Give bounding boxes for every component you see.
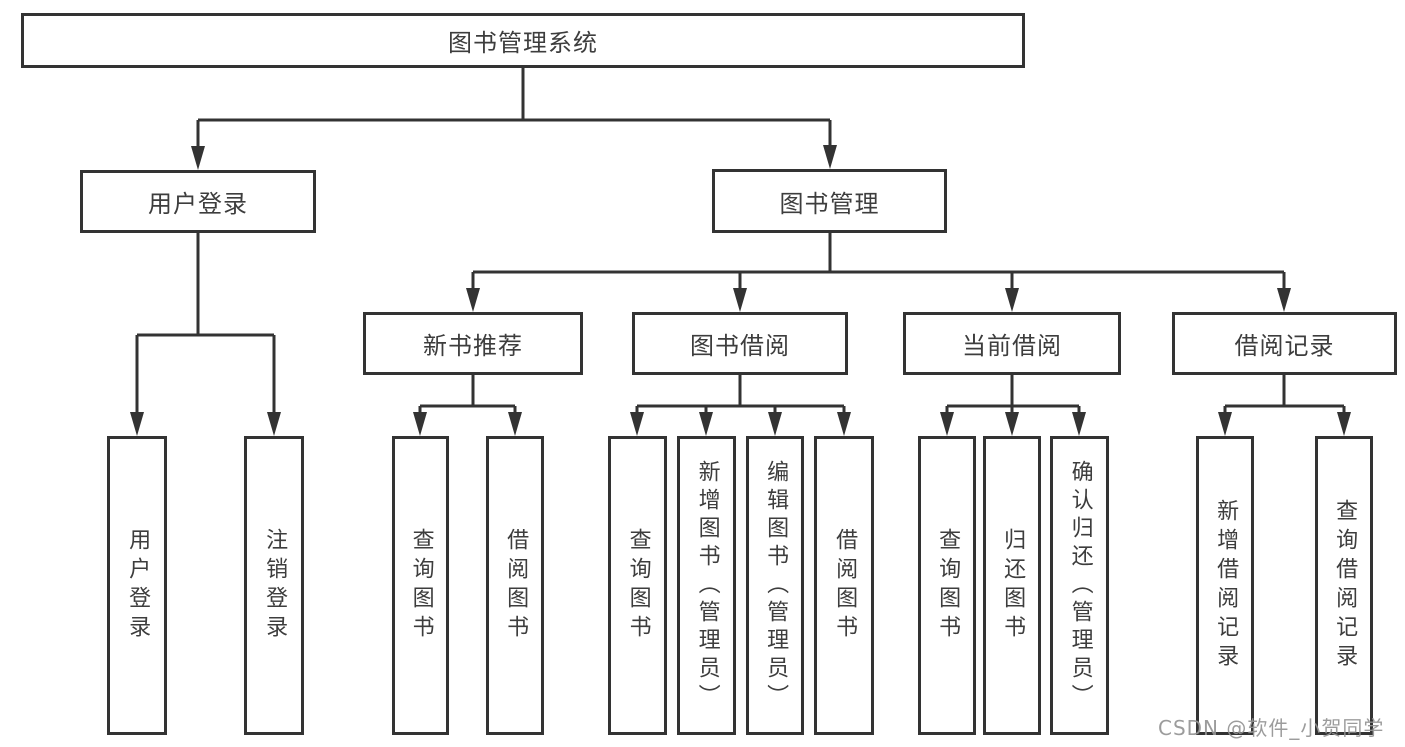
leaf-borrow-books-1-label: 借阅图书 — [503, 527, 529, 644]
leaf-query-books-1: 查询图书 — [392, 436, 449, 735]
node-book-management: 图书管理 — [712, 169, 947, 233]
leaf-logout: 注销登录 — [244, 436, 304, 735]
node-book-management-label: 图书管理 — [779, 189, 880, 218]
arrowheads — [130, 145, 1351, 436]
node-user-login: 用户登录 — [80, 170, 316, 233]
leaf-return-book-label: 归还图书 — [1000, 527, 1026, 644]
leaf-query-books-3-label: 查询图书 — [935, 527, 961, 644]
leaf-return-book: 归还图书 — [983, 436, 1041, 735]
leaf-confirm-return-admin-label: 确认归还（管理员） — [1067, 459, 1093, 712]
node-current-borrowing: 当前借阅 — [903, 312, 1121, 375]
leaf-query-borrow-record-label: 查询借阅记录 — [1332, 498, 1358, 673]
leaf-add-borrow-record-label: 新增借阅记录 — [1213, 498, 1239, 673]
leaf-query-books-2-label: 查询图书 — [625, 527, 651, 644]
leaf-borrow-books-2-label: 借阅图书 — [832, 527, 858, 644]
node-new-book-recommend: 新书推荐 — [363, 312, 583, 375]
leaf-edit-book-admin-label: 编辑图书（管理员） — [763, 459, 789, 712]
node-book-borrowing-label: 图书借阅 — [690, 332, 790, 360]
leaf-edit-book-admin: 编辑图书（管理员） — [746, 436, 804, 735]
node-library-system: 图书管理系统 — [21, 13, 1025, 68]
leaf-query-borrow-record: 查询借阅记录 — [1315, 436, 1373, 735]
node-user-login-label: 用户登录 — [148, 190, 248, 218]
leaf-add-book-admin: 新增图书（管理员） — [677, 436, 736, 735]
node-book-borrowing: 图书借阅 — [632, 312, 848, 375]
node-new-book-recommend-label: 新书推荐 — [423, 332, 523, 360]
node-library-system-label: 图书管理系统 — [448, 29, 598, 57]
node-current-borrowing-label: 当前借阅 — [962, 332, 1062, 360]
leaf-add-borrow-record: 新增借阅记录 — [1196, 436, 1254, 735]
node-borrowing-records: 借阅记录 — [1172, 312, 1397, 375]
leaf-confirm-return-admin: 确认归还（管理员） — [1050, 436, 1109, 735]
leaf-user-login: 用户登录 — [107, 436, 167, 735]
leaf-borrow-books-2: 借阅图书 — [814, 436, 874, 735]
watermark: CSDN @软件_小贺同学 — [1158, 716, 1385, 740]
leaf-query-books-2: 查询图书 — [608, 436, 667, 735]
leaf-logout-label: 注销登录 — [262, 527, 288, 644]
leaf-query-books-3: 查询图书 — [918, 436, 976, 735]
leaf-query-books-1-label: 查询图书 — [408, 527, 434, 644]
leaf-add-book-admin-label: 新增图书（管理员） — [694, 459, 720, 712]
node-borrowing-records-label: 借阅记录 — [1234, 332, 1335, 360]
leaf-user-login-label: 用户登录 — [125, 527, 151, 644]
leaf-borrow-books-1: 借阅图书 — [486, 436, 544, 735]
